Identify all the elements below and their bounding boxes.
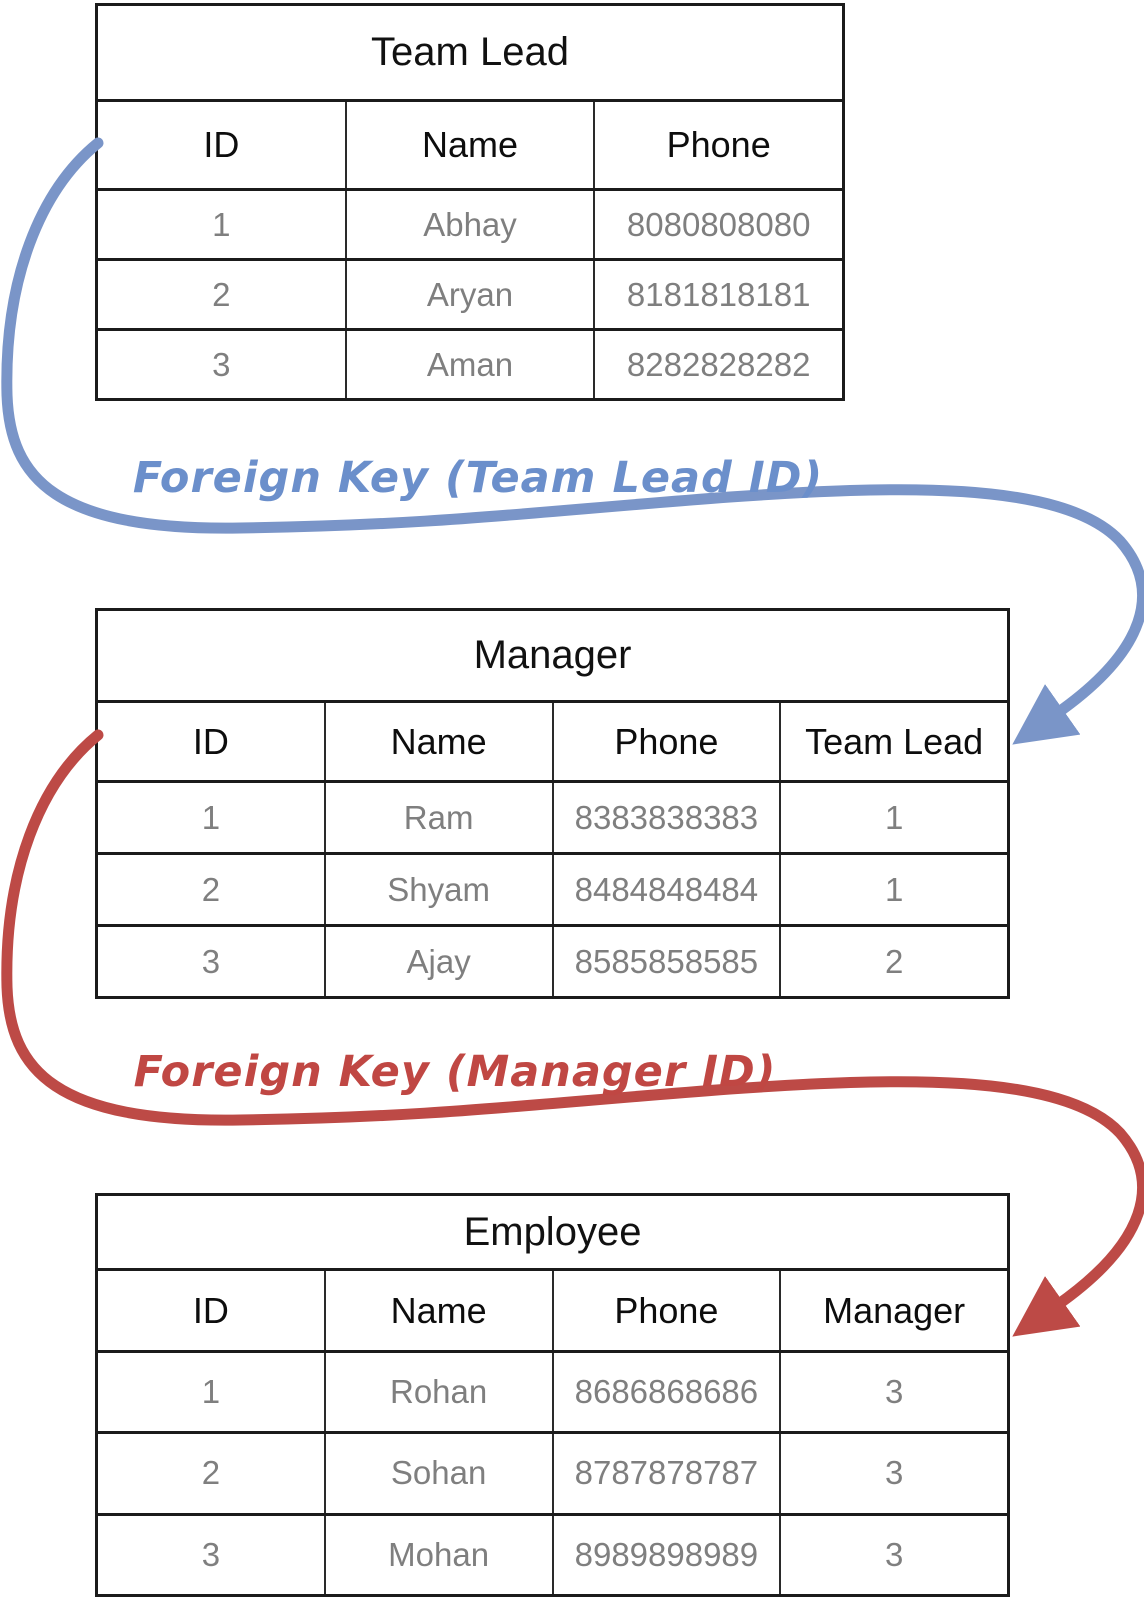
cell-name: Ajay [323, 927, 552, 996]
table-row: 2 Aryan 8181818181 [98, 258, 842, 328]
team-lead-table-title: Team Lead [98, 6, 842, 102]
cell-id: 1 [201, 1373, 221, 1411]
table-row: 3 Aman 8282828282 [98, 328, 842, 398]
column-header-id: ID [192, 720, 229, 762]
cell-id: 3 [212, 345, 231, 383]
cell-phone: 8383838383 [551, 783, 780, 852]
team-lead-table: Team Lead ID Name Phone 1 Abhay 80808080… [95, 3, 845, 401]
employee-table: Employee ID Name Phone Manager 1 Rohan 8… [95, 1193, 1010, 1597]
manager-table-title: Manager [98, 611, 1007, 703]
cell-id: 2 [201, 870, 221, 908]
cell-phone: 8484848484 [551, 855, 780, 924]
cell-name: Aryan [344, 261, 594, 328]
column-header-phone: Phone [551, 1271, 780, 1350]
team-lead-header-row: ID Name Phone [98, 102, 842, 191]
cell-phone: 8585858585 [551, 927, 780, 996]
table-row: 1 Ram 8383838383 1 [98, 783, 1007, 852]
cell-phone: 8686868686 [551, 1353, 780, 1432]
table-row: 2 Sohan 8787878787 3 [98, 1431, 1007, 1513]
cell-id: 3 [201, 942, 221, 980]
cell-team-lead: 2 [779, 927, 1007, 996]
foreign-key-label-manager: Foreign Key (Manager ID) [133, 1047, 777, 1097]
cell-name: Rohan [323, 1353, 552, 1432]
cell-id: 2 [201, 1454, 221, 1492]
cell-manager: 3 [779, 1434, 1007, 1513]
column-header-manager: Manager [779, 1271, 1007, 1350]
employee-table-title: Employee [98, 1196, 1007, 1271]
table-row: 3 Ajay 8585858585 2 [98, 924, 1007, 996]
cell-manager: 3 [779, 1515, 1007, 1594]
cell-phone: 8282828282 [593, 331, 842, 398]
column-header-name: Name [323, 1271, 552, 1350]
cell-id: 1 [201, 798, 221, 836]
cell-name: Abhay [344, 191, 594, 258]
cell-team-lead: 1 [779, 783, 1007, 852]
table-row: 1 Rohan 8686868686 3 [98, 1353, 1007, 1432]
cell-name: Ram [323, 783, 552, 852]
column-header-phone: Phone [551, 703, 780, 780]
cell-name: Aman [344, 331, 594, 398]
cell-id: 3 [201, 1535, 221, 1573]
column-header-team-lead: Team Lead [779, 703, 1007, 780]
column-header-name: Name [323, 703, 552, 780]
employee-header-row: ID Name Phone Manager [98, 1271, 1007, 1353]
column-header-id: ID [203, 124, 240, 165]
table-row: 2 Shyam 8484848484 1 [98, 852, 1007, 924]
table-row: 3 Mohan 8989898989 3 [98, 1512, 1007, 1594]
cell-id: 2 [212, 275, 231, 313]
cell-name: Sohan [323, 1434, 552, 1513]
column-header-id: ID [192, 1289, 229, 1331]
cell-team-lead: 1 [779, 855, 1007, 924]
cell-manager: 3 [779, 1353, 1007, 1432]
manager-table: Manager ID Name Phone Team Lead 1 Ram 83… [95, 608, 1010, 999]
cell-phone: 8989898989 [551, 1515, 780, 1594]
cell-name: Mohan [323, 1515, 552, 1594]
table-row: 1 Abhay 8080808080 [98, 191, 842, 258]
manager-header-row: ID Name Phone Team Lead [98, 703, 1007, 783]
column-header-name: Name [344, 102, 594, 188]
cell-phone: 8787878787 [551, 1434, 780, 1513]
cell-phone: 8080808080 [593, 191, 842, 258]
cell-phone: 8181818181 [593, 261, 842, 328]
column-header-phone: Phone [593, 102, 842, 188]
cell-name: Shyam [323, 855, 552, 924]
foreign-key-label-team-lead: Foreign Key (Team Lead ID) [132, 453, 824, 503]
cell-id: 1 [212, 205, 231, 243]
